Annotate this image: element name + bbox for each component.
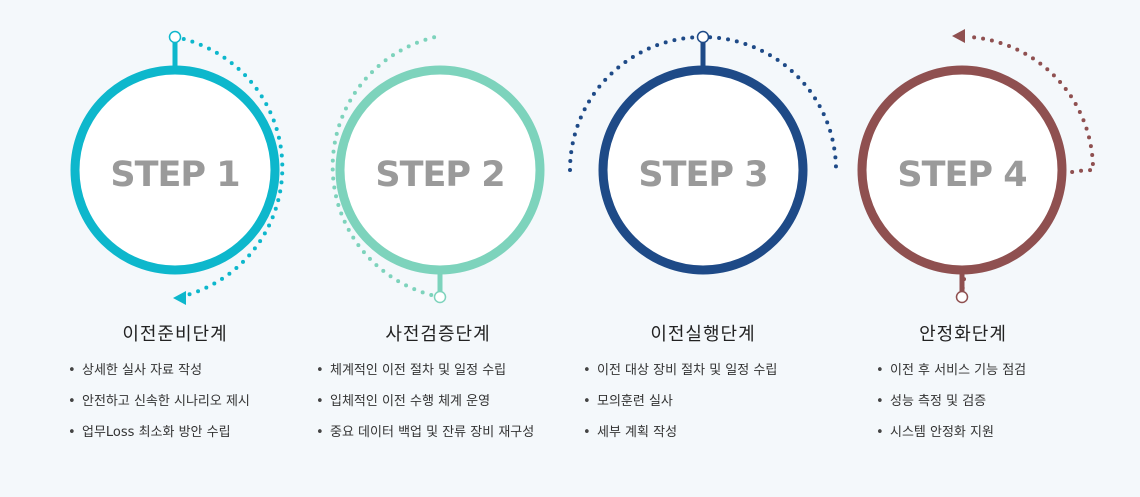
list-item: •업무Loss 최소화 방안 수립 — [68, 425, 231, 440]
step-2-node — [433, 290, 447, 304]
list-item: •시스템 안정화 지원 — [876, 425, 994, 440]
step-4-node — [955, 290, 969, 304]
list-item: •이전 대상 장비 절차 및 일정 수립 — [583, 363, 778, 378]
bullet-icon: • — [876, 425, 884, 440]
list-item: •중요 데이터 백업 및 잔류 장비 재구성 — [316, 425, 535, 440]
step-1-arrow-head — [173, 291, 186, 305]
step-1-node — [168, 30, 182, 44]
list-item: •성능 측정 및 검증 — [876, 394, 987, 409]
step-1-label: STEP 1 — [110, 155, 239, 195]
bullet-icon: • — [68, 425, 76, 440]
bullet-icon: • — [876, 363, 884, 378]
list-item: •이전 후 서비스 기능 점검 — [876, 363, 1027, 378]
bullet-icon: • — [583, 394, 591, 409]
step-3-list: •이전 대상 장비 절차 및 일정 수립 •모의훈련 실사 •세부 계획 작성 — [583, 362, 777, 455]
step-2-dotted-arc — [330, 34, 442, 299]
bullet-icon: • — [68, 394, 76, 409]
step-3-title: 이전실행단계 — [650, 324, 756, 345]
bullet-icon: • — [316, 363, 324, 378]
list-item: •모의훈련 실사 — [583, 394, 673, 409]
step-4-arrow-head — [952, 29, 965, 43]
step-1-list: •상세한 실사 자료 작성 •안전하고 신속한 시나리오 제시 •업무Loss … — [68, 362, 250, 455]
list-item: •입체적인 이전 수행 체계 운영 — [316, 394, 491, 409]
step-4-graphic: STEP 4 — [857, 29, 1096, 304]
step-3-label: STEP 3 — [638, 155, 767, 195]
step-3-node — [696, 30, 710, 44]
list-item: •상세한 실사 자료 작성 — [68, 363, 203, 378]
step-4-title: 안정화단계 — [919, 324, 1007, 345]
step-4-label: STEP 4 — [897, 155, 1026, 195]
list-item: •세부 계획 작성 — [583, 425, 678, 440]
list-item: •체계적인 이전 절차 및 일정 수립 — [316, 363, 507, 378]
step-2-title: 사전검증단계 — [385, 324, 491, 345]
step-2-label: STEP 2 — [375, 155, 504, 195]
step-4-list: •이전 후 서비스 기능 점검 •성능 측정 및 검증 •시스템 안정화 지원 — [876, 362, 1026, 455]
step-3-graphic: STEP 3 — [568, 30, 838, 275]
step-2-graphic: STEP 2 — [330, 34, 545, 304]
step-2-list: •체계적인 이전 절차 및 일정 수립 •입체적인 이전 수행 체계 운영 •중… — [316, 362, 534, 455]
step-1-title: 이전준비단계 — [122, 324, 228, 345]
step-2-ring — [335, 65, 545, 275]
bullet-icon: • — [316, 425, 324, 440]
bullet-icon: • — [68, 363, 76, 378]
step-3-ring — [598, 65, 808, 275]
list-item: •안전하고 신속한 시나리오 제시 — [68, 394, 250, 409]
bullet-icon: • — [316, 394, 324, 409]
step-4-ring — [857, 65, 1067, 275]
step-1-dotted-arc — [173, 35, 285, 300]
bullet-icon: • — [876, 394, 884, 409]
step-1-ring — [70, 65, 280, 275]
bullet-icon: • — [583, 425, 591, 440]
bullet-icon: • — [583, 363, 591, 378]
step-1-graphic: STEP 1 — [70, 30, 285, 305]
